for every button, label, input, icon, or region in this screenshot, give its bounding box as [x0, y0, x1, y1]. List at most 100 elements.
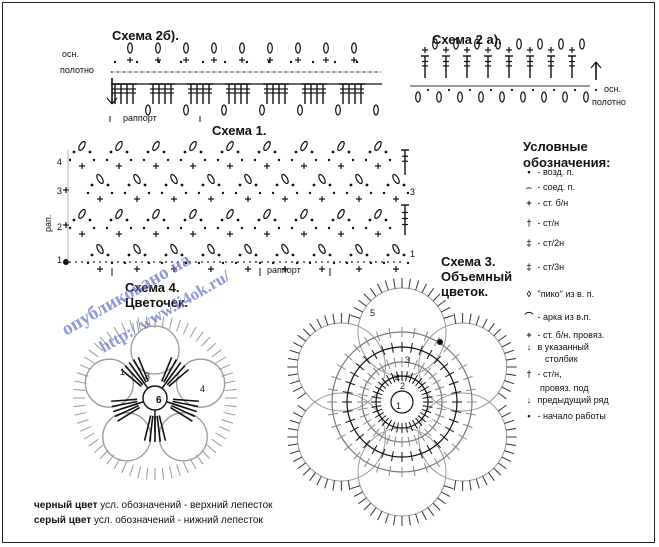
chain-dot	[217, 253, 221, 257]
picot-mark	[415, 91, 421, 103]
ring-stitch	[421, 390, 432, 396]
chain-dot	[368, 150, 372, 154]
chain-dot	[238, 183, 242, 187]
chain-dot	[594, 88, 598, 92]
petal-stitch	[506, 428, 517, 431]
chain-dot	[234, 261, 238, 265]
outer-stitch	[79, 364, 92, 370]
chain-dot	[197, 261, 201, 265]
chain-dot	[216, 158, 220, 162]
ring-stitch	[418, 345, 423, 356]
petal-stitch	[293, 456, 303, 462]
center-ring	[142, 385, 168, 411]
picot-mark	[189, 140, 197, 152]
outer-stitch	[223, 412, 236, 416]
chain-dot	[267, 60, 271, 64]
outer-stitch	[183, 461, 189, 474]
picot-mark	[323, 42, 329, 54]
caption-black-bold: черный цвет	[34, 500, 98, 511]
chain-dot	[345, 191, 349, 195]
picot-mark	[579, 38, 585, 50]
ring-stitch	[375, 331, 381, 342]
chain-dot	[159, 261, 161, 263]
chain-dot	[92, 158, 96, 162]
legend-symbol: ◊	[526, 289, 532, 299]
petal-stitch	[488, 472, 495, 481]
stitch-line	[590, 61, 597, 69]
chain-dot	[147, 191, 151, 195]
outer-stitch	[137, 466, 141, 479]
outer-stitch	[161, 467, 165, 480]
legend-text: - возд. п.	[535, 167, 575, 177]
ring-stitch	[374, 412, 385, 418]
chain-dot	[195, 261, 197, 263]
scheme-2b-title: Схема 2б).	[112, 28, 179, 43]
ring-stitch	[371, 396, 382, 399]
chain-dot	[236, 218, 240, 222]
chain-dot	[68, 226, 72, 230]
center-ring	[390, 390, 414, 414]
chain-dot	[308, 191, 312, 195]
petal-stitch	[347, 480, 351, 491]
picot-mark	[474, 38, 480, 50]
chain-dot	[189, 261, 191, 263]
chain-dot	[345, 261, 349, 265]
picot-mark	[145, 104, 151, 116]
picot-mark	[115, 208, 123, 220]
ring-stitch	[388, 465, 392, 476]
black-petal-stitch	[111, 400, 138, 408]
ring-stitch	[342, 410, 353, 413]
petal-stitch	[497, 392, 507, 400]
chain-dot	[351, 261, 353, 263]
chain-dot	[357, 261, 359, 263]
chain-dot	[369, 261, 373, 265]
ring-stitch	[426, 349, 433, 359]
chain-dot	[237, 261, 239, 263]
outer-stitch	[206, 444, 217, 454]
row-number: 4	[57, 157, 63, 167]
black-petal-stitch	[111, 398, 138, 403]
petal-stitch	[293, 342, 303, 348]
petal-stitch	[408, 515, 411, 526]
chain-dot	[125, 218, 129, 222]
chain-dot	[254, 253, 258, 257]
petal-stitch	[332, 480, 335, 491]
chain-dot	[179, 60, 183, 64]
black-petal-stitch	[156, 415, 162, 442]
chain-dot	[271, 261, 275, 265]
ring-stitch	[381, 377, 389, 387]
chain-dot	[216, 226, 220, 230]
ring-stitch	[379, 432, 385, 442]
chain-dot	[355, 60, 359, 64]
chain-dot	[143, 253, 147, 257]
chain-dot	[331, 150, 335, 154]
black-petal-stitch	[166, 365, 186, 386]
chain-dot	[253, 158, 257, 162]
chain-dot	[406, 191, 410, 195]
ring-stitch	[359, 386, 370, 391]
black-petal-stitch	[169, 406, 193, 422]
chain-dot	[117, 261, 119, 263]
picot-mark	[226, 140, 234, 152]
picot-mark	[78, 140, 86, 152]
chain-dot	[285, 261, 287, 263]
chain-dot	[197, 191, 201, 195]
petal-stitch	[440, 307, 451, 313]
petal-stitch	[358, 299, 367, 307]
caption-gray-bold: серый цвет	[34, 515, 92, 526]
legend-text: столбик	[545, 354, 578, 364]
picot-mark	[189, 208, 197, 220]
chain-dot	[406, 261, 410, 265]
ring-stitch	[405, 422, 408, 433]
chain-dot	[88, 218, 92, 222]
ring-stitch	[432, 379, 442, 385]
picot-mark	[152, 140, 160, 152]
chain-dot	[217, 183, 221, 187]
ring-stitch	[328, 412, 339, 416]
petal-stitch	[287, 428, 298, 431]
ring-stitch	[372, 367, 380, 376]
ring-stitch	[357, 393, 368, 397]
chain-dot	[364, 226, 368, 230]
ring-stitch	[349, 371, 359, 378]
legend-item: • - возд. п.	[523, 168, 574, 177]
